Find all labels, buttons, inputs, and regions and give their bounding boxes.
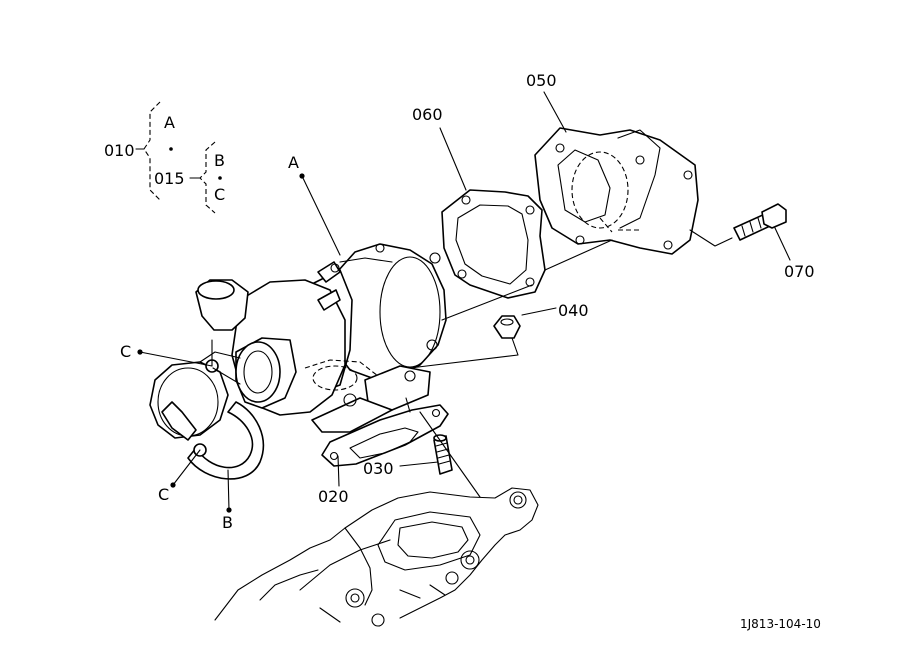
leader-lines <box>139 91 791 511</box>
callouts: A 060 050 070 040 020 030 C C B <box>120 71 815 532</box>
nut-040 <box>493 315 521 339</box>
callout-label-c-upper: C <box>120 342 131 361</box>
label-050: 050 <box>526 71 557 90</box>
drawing-reference-number: 1J813-104-10 <box>740 617 821 631</box>
legend-label-b: B <box>214 151 225 170</box>
label-010: 010 <box>104 141 135 160</box>
label-015: 015 <box>154 169 185 188</box>
callout-dot-c-lower <box>170 482 176 488</box>
bolt-070 <box>733 203 787 241</box>
callout-label-a: A <box>288 153 299 172</box>
callout-label-c-lower: C <box>158 485 169 504</box>
label-060: 060 <box>412 105 443 124</box>
legend-label-c: C <box>214 185 225 204</box>
label-040: 040 <box>558 301 589 320</box>
engine-block-outline <box>214 487 539 627</box>
exhaust-elbow-050 <box>534 127 699 255</box>
label-030: 030 <box>363 459 394 478</box>
gasket-060 <box>441 189 546 299</box>
gasket-020 <box>321 404 449 467</box>
legend-dot <box>218 176 222 180</box>
callout-dot-a <box>299 173 305 179</box>
legend-dot <box>169 147 173 151</box>
legend-label-a: A <box>164 113 175 132</box>
label-020: 020 <box>318 487 349 506</box>
label-070: 070 <box>784 262 815 281</box>
kit-bracket-legend: 010 A 015 B C <box>104 101 225 214</box>
callout-dot-c-upper <box>137 349 143 355</box>
callout-label-b: B <box>222 513 233 532</box>
stud-030 <box>433 434 453 475</box>
callout-dot-b <box>226 507 232 513</box>
